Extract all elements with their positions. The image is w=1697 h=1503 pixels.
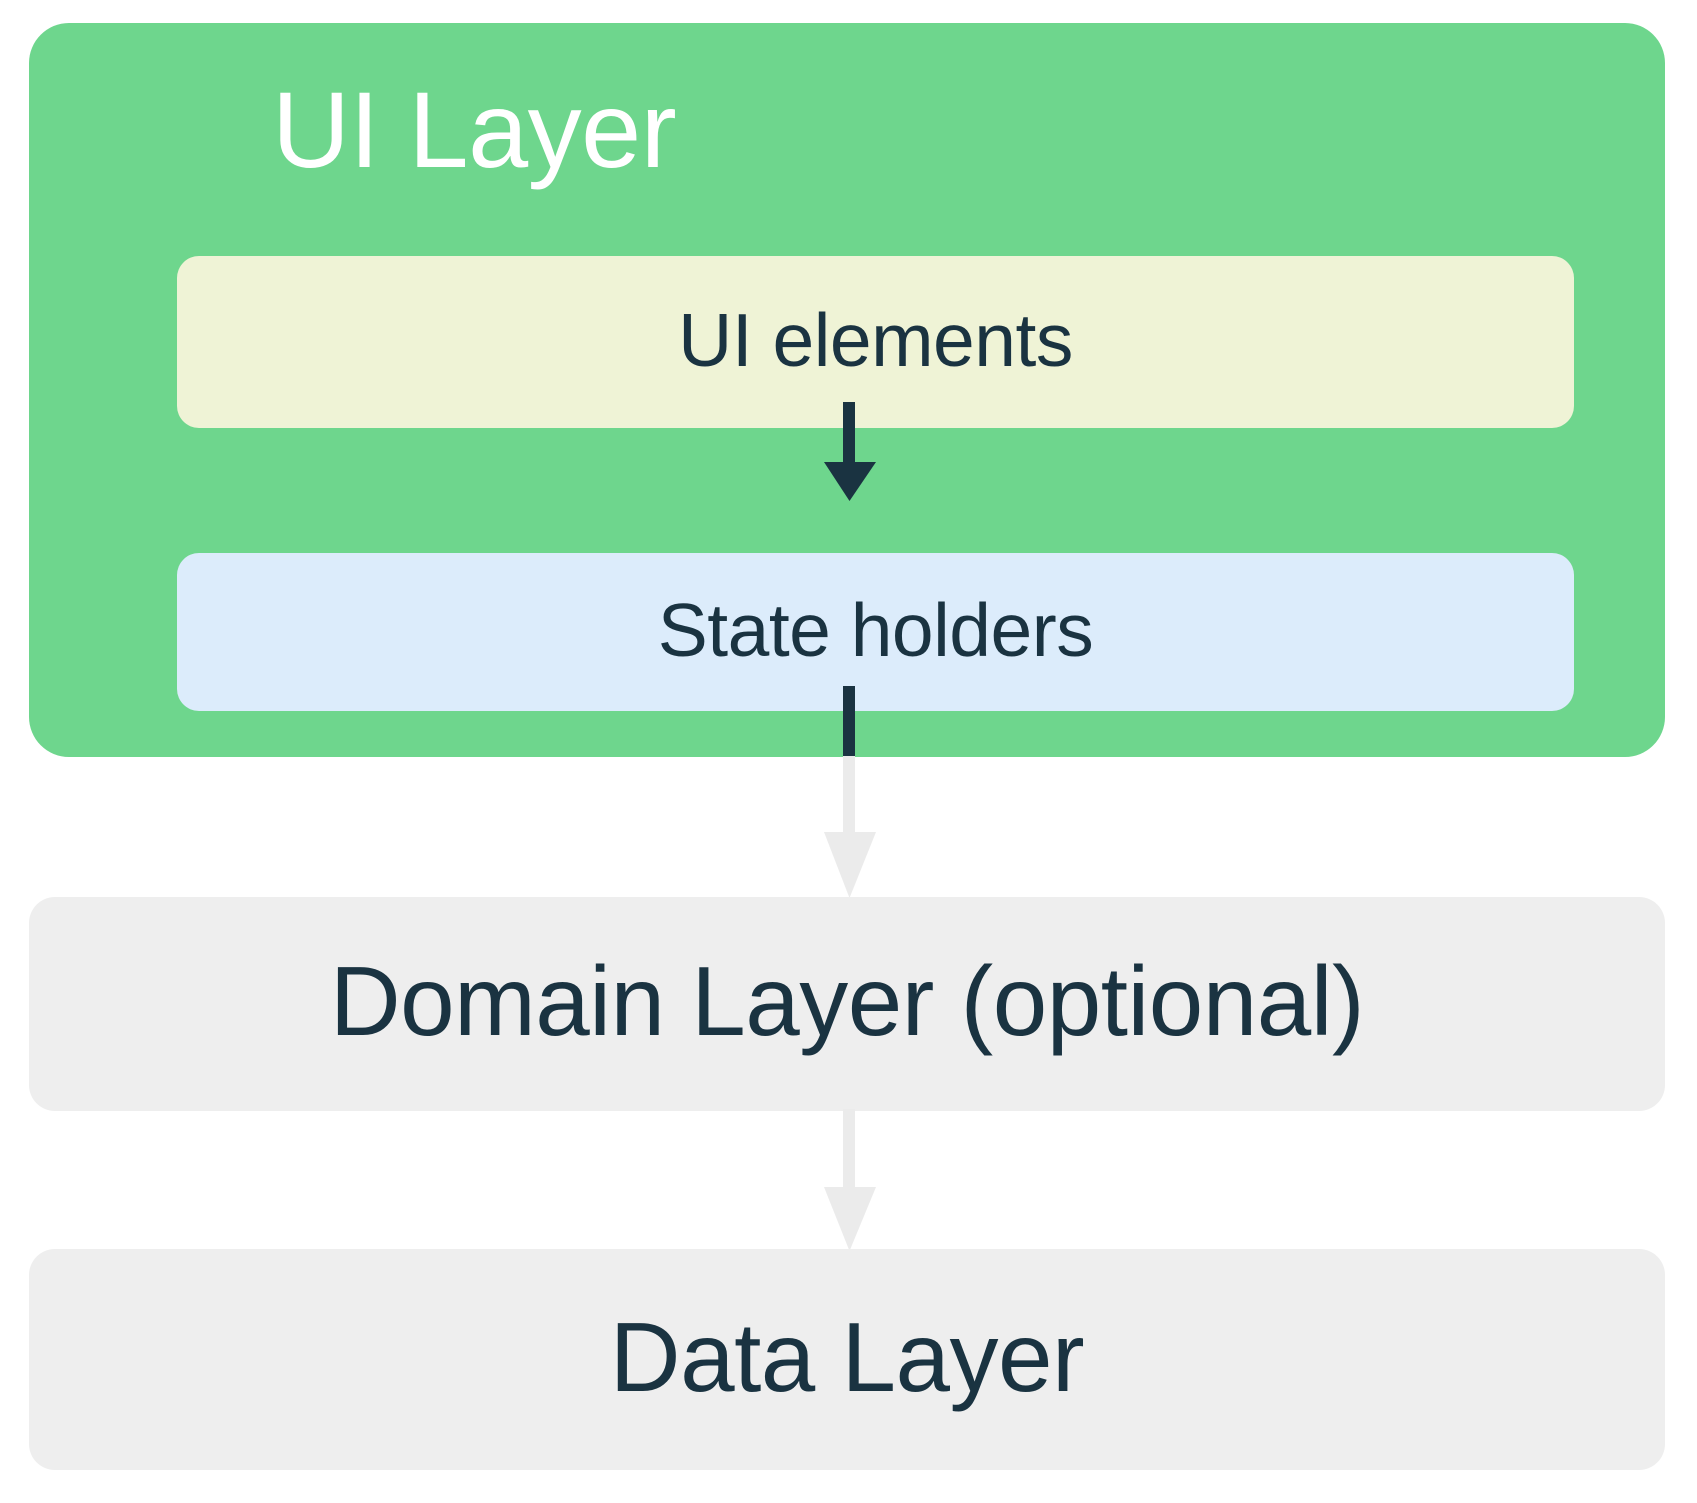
data-layer-label: Data Layer xyxy=(609,1301,1085,1412)
domain-layer-label: Domain Layer (optional) xyxy=(329,946,1365,1056)
ui-elements-box: UI elements xyxy=(177,256,1574,428)
ui-elements-label: UI elements xyxy=(678,297,1073,382)
domain-layer-box: Domain Layer (optional) xyxy=(29,897,1665,1111)
state-holders-label: State holders xyxy=(657,587,1094,672)
data-layer-box: Data Layer xyxy=(29,1249,1665,1470)
arrow-ui-elements-to-state-holders-icon xyxy=(810,402,890,502)
state-holders-box: State holders xyxy=(177,553,1574,711)
arrow-state-holders-to-domain-layer-icon xyxy=(810,686,890,901)
ui-layer-container: UI Layer UI elements State holders xyxy=(29,23,1665,757)
arrow-domain-layer-to-data-layer-icon xyxy=(810,1109,890,1254)
ui-layer-title: UI Layer xyxy=(272,69,677,190)
